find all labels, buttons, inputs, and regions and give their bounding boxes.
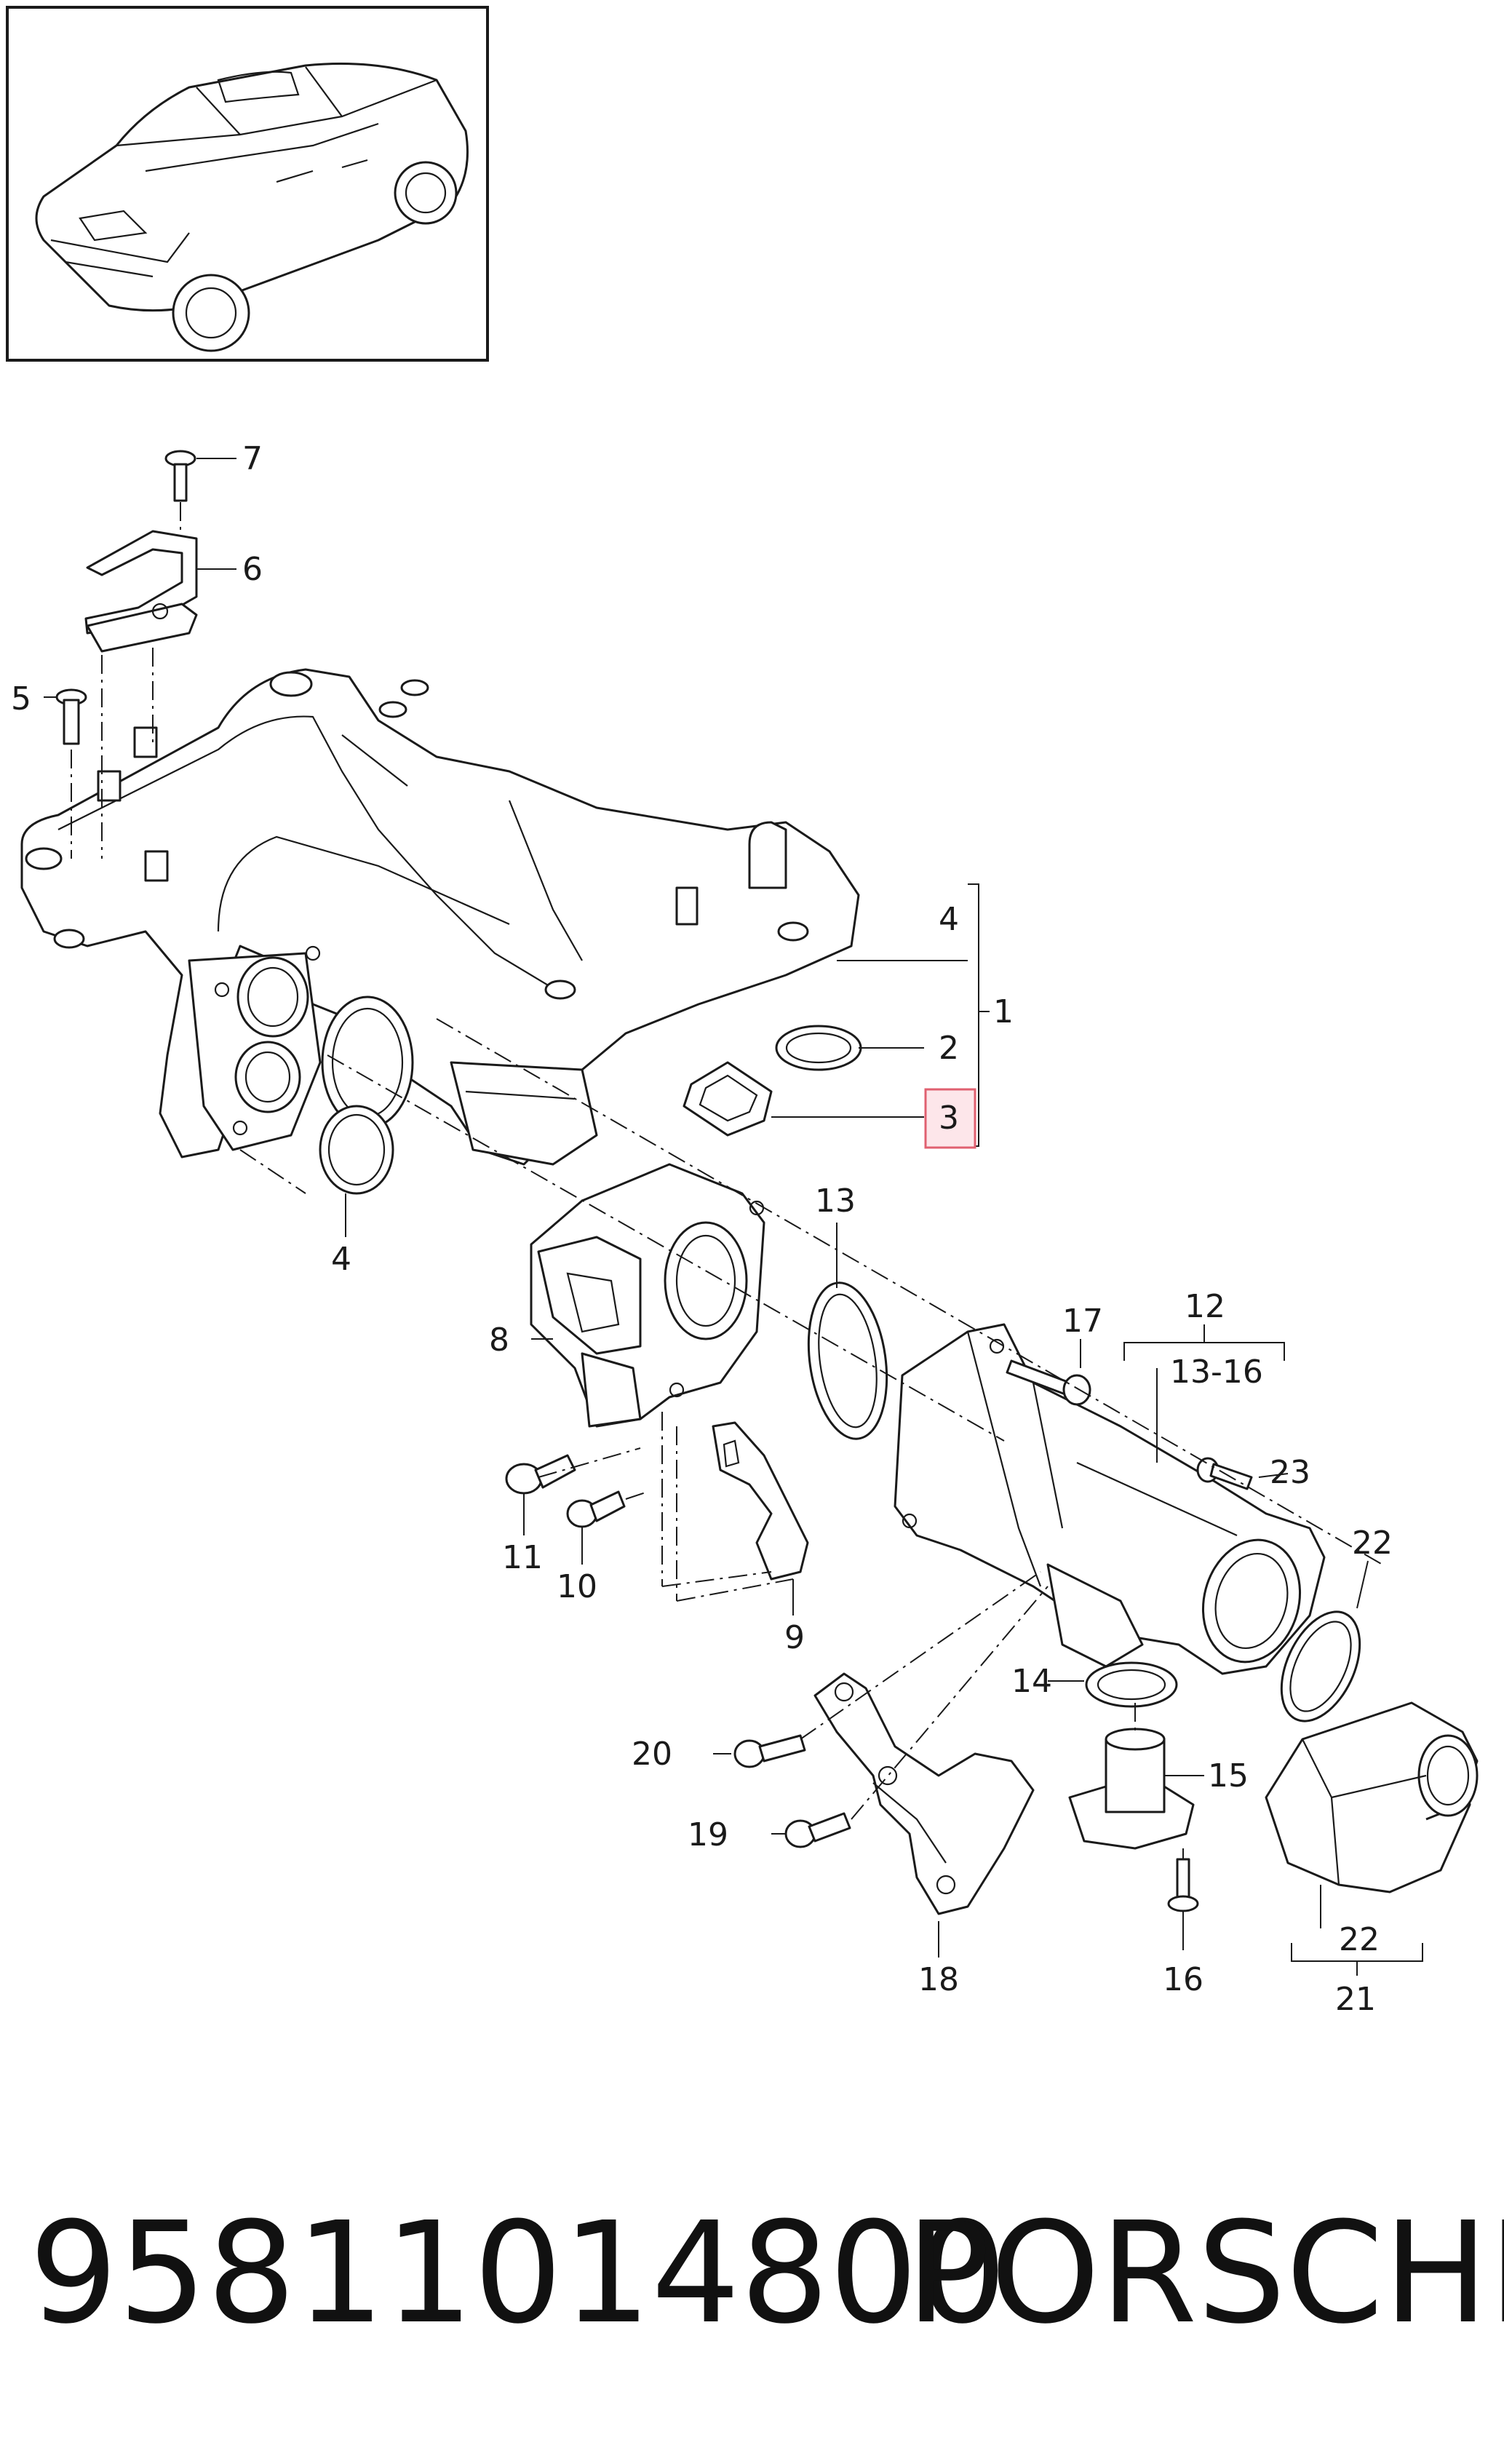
callout-20: 20 xyxy=(632,1736,672,1773)
screw-16 xyxy=(1167,1858,1199,1912)
callout-4-bottom: 4 xyxy=(331,1241,351,1278)
highlight-callout-3 xyxy=(924,1088,976,1149)
seal-ring-2 xyxy=(775,1025,862,1071)
throttle-body-8 xyxy=(530,1163,765,1428)
callout-labels: 7 6 5 4 1 2 3 4 8 13 17 12 13-16 23 22 1… xyxy=(11,440,1393,2018)
vehicle-thumbnail xyxy=(6,6,489,362)
callout-9: 9 xyxy=(784,1619,805,1656)
screw-10 xyxy=(566,1490,626,1528)
seal-rings-4 xyxy=(319,995,414,1195)
seal-22 xyxy=(1280,1610,1361,1722)
callout-11: 11 xyxy=(502,1539,543,1576)
intake-manifold xyxy=(20,668,860,1166)
brand-name: PORSCHE xyxy=(906,2193,1504,2355)
callout-6: 6 xyxy=(242,551,263,588)
throttle-valve-21 xyxy=(1265,1701,1479,1893)
callout-3: 3 xyxy=(939,1100,959,1137)
leader-lines xyxy=(44,458,1423,1976)
callout-22-bottom: 22 xyxy=(1339,1921,1380,1958)
callout-10: 10 xyxy=(557,1568,597,1605)
callout-15: 15 xyxy=(1208,1757,1249,1795)
callout-22-top: 22 xyxy=(1352,1525,1393,1562)
callout-14: 14 xyxy=(1011,1663,1052,1700)
callout-18: 18 xyxy=(918,1961,959,1998)
screw-17 xyxy=(1006,1359,1091,1406)
callout-5: 5 xyxy=(11,680,31,718)
suv-illustration xyxy=(35,63,469,352)
valve-15 xyxy=(1068,1728,1195,1850)
bracket-18 xyxy=(813,1672,1035,1915)
bracket-6 xyxy=(84,530,198,653)
screw-20 xyxy=(733,1734,806,1768)
callout-19: 19 xyxy=(688,1816,728,1853)
intake-pipe-12 xyxy=(894,1323,1326,1675)
screw-11 xyxy=(505,1454,576,1495)
callout-13-16: 13-16 xyxy=(1170,1354,1263,1391)
seal-13 xyxy=(807,1281,888,1440)
callout-16: 16 xyxy=(1163,1961,1203,1998)
callout-12: 12 xyxy=(1185,1288,1225,1325)
callout-23: 23 xyxy=(1270,1454,1310,1491)
screw-7 xyxy=(164,450,196,502)
bracket-9 xyxy=(712,1421,809,1581)
callout-4-top: 4 xyxy=(939,901,959,938)
callout-21: 21 xyxy=(1335,1981,1376,2018)
callout-7: 7 xyxy=(242,440,263,477)
callout-1: 1 xyxy=(993,993,1014,1030)
callout-2: 2 xyxy=(939,1030,959,1067)
callout-13: 13 xyxy=(815,1183,856,1220)
seal-14 xyxy=(1085,1661,1178,1708)
screw-5 xyxy=(55,688,87,745)
callout-8: 8 xyxy=(489,1322,509,1359)
screw-19 xyxy=(784,1812,851,1848)
part-number: 95811014800 xyxy=(29,2193,1007,2355)
gasket-3 xyxy=(683,1061,773,1137)
assembly-axes xyxy=(71,502,1383,1859)
callout-17: 17 xyxy=(1062,1303,1103,1340)
